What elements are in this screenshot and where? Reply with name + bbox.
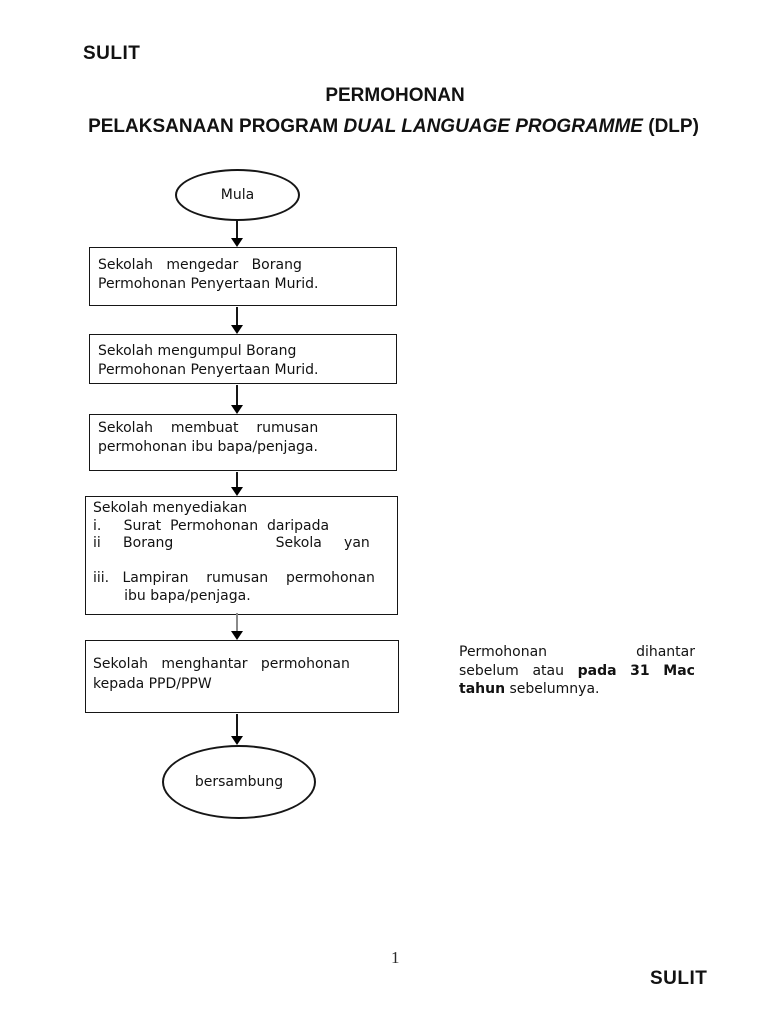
process-text-2: Sekolah mengumpul Borang Permohonan Peny… (98, 343, 319, 378)
note-line-3: tahun sebelumnya. (459, 680, 695, 699)
process-box-4: Sekolah menyediakan i. Surat Permohonan … (85, 496, 398, 615)
note-word: atau (532, 662, 564, 679)
classification-marking-top: SULIT (83, 43, 141, 64)
note-line-1: Permohonan dihantar (459, 643, 695, 662)
page-number: 1 (391, 948, 400, 967)
process-box-1: Sekolah mengedar Borang Permohonan Penye… (89, 247, 397, 306)
process-box-5: Sekolah menghantar permohonan kepada PPD… (85, 640, 399, 713)
process-box-2: Sekolah mengumpul Borang Permohonan Peny… (89, 334, 397, 384)
process-text-1: Sekolah mengedar Borang Permohonan Penye… (98, 257, 319, 292)
note-word: dihantar (636, 644, 695, 660)
note-word: Permohonan (459, 644, 548, 660)
arrow-down-icon (231, 238, 243, 247)
subtitle-prefix: PELAKSANAAN PROGRAM (88, 116, 344, 137)
arrow-down-icon (231, 405, 243, 414)
note-word-bold: tahun (459, 681, 506, 697)
arrow-down-icon (231, 631, 243, 640)
end-label: bersambung (194, 774, 284, 790)
note-word-bold: Mac (663, 662, 695, 679)
page-title: PERMOHONAN (325, 85, 465, 106)
arrow-down-icon (231, 736, 243, 745)
flow-arrow-6 (231, 714, 243, 745)
subtitle-italic: DUAL LANGUAGE PROGRAMME (343, 116, 643, 137)
start-label: Mula (220, 187, 255, 203)
note-word: sebelumnya. (505, 681, 600, 697)
deadline-note: Permohonan dihantar sebelum atau pada 31… (459, 643, 695, 699)
flowchart-end-terminator: bersambung (162, 745, 316, 819)
page-subtitle: PELAKSANAAN PROGRAM DUAL LANGUAGE PROGRA… (0, 117, 768, 136)
arrow-shaft (236, 613, 238, 631)
flowchart-start-terminator: Mula (175, 169, 300, 221)
process-text-3: Sekolah membuat rumusan permohonan ibu b… (98, 420, 319, 455)
process-text-4: Sekolah menyediakan i. Surat Permohonan … (93, 500, 375, 604)
process-box-3: Sekolah membuat rumusan permohonan ibu b… (89, 414, 397, 471)
arrow-down-icon (231, 325, 243, 334)
arrow-down-icon (231, 487, 243, 496)
arrow-shaft (236, 221, 238, 238)
flow-arrow-4 (231, 472, 243, 496)
flow-arrow-3 (231, 385, 243, 414)
note-line-2: sebelum atau pada 31 Mac (459, 662, 695, 681)
flow-arrow-1 (231, 221, 243, 247)
classification-marking-bottom: SULIT (650, 968, 708, 989)
flow-arrow-5 (231, 613, 243, 640)
arrow-shaft (236, 714, 238, 736)
process-text-5: Sekolah menghantar permohonan kepada PPD… (93, 656, 350, 692)
subtitle-suffix: (DLP) (642, 116, 699, 137)
note-word: sebelum (459, 662, 519, 679)
note-word-bold: 31 (630, 662, 650, 679)
note-word-bold: pada (577, 662, 617, 679)
arrow-shaft (236, 385, 238, 405)
flow-arrow-2 (231, 307, 243, 334)
arrow-shaft (236, 472, 238, 487)
arrow-shaft (236, 307, 238, 325)
